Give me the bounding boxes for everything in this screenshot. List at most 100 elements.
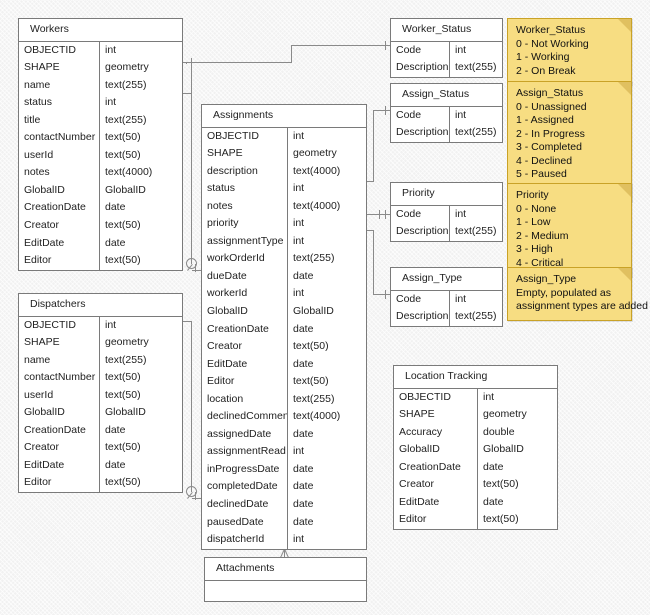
field-type: date — [287, 267, 366, 286]
field-name: GlobalID — [207, 305, 248, 318]
field-name: Creator — [207, 340, 243, 353]
field-type: date — [99, 421, 182, 440]
field-name: EditDate — [24, 458, 65, 471]
field-name: location — [207, 392, 244, 405]
field-name: CreationDate — [207, 322, 269, 335]
field-type: geometry — [287, 145, 366, 163]
field-type: GlobalID — [99, 181, 182, 200]
field-type: text(4000) — [99, 164, 182, 182]
field-name: Editor — [207, 375, 235, 388]
field-name: GlobalID — [24, 406, 65, 419]
field-name: workerId — [207, 287, 248, 300]
field-type: int — [477, 388, 557, 407]
connector-line — [373, 230, 374, 294]
field-name: notes — [24, 166, 50, 179]
note-line: assignment types are added — [516, 300, 648, 312]
field-type: date — [477, 458, 557, 477]
field-type: date — [99, 234, 182, 253]
field-name: priority — [207, 217, 239, 230]
field-type: text(50) — [99, 146, 182, 165]
connector-line — [186, 62, 187, 64]
field-name: assignedDate — [207, 427, 272, 440]
field-name: assignmentType — [207, 234, 284, 247]
entity-field-row: userId text(50) — [19, 146, 182, 165]
field-type: int — [449, 290, 502, 309]
field-name: CreationDate — [24, 423, 86, 436]
note-fold-icon — [618, 268, 631, 281]
field-type: text(50) — [477, 511, 557, 529]
note-line: 3 - High — [516, 243, 553, 255]
field-type: int — [99, 94, 182, 112]
field-name: SHAPE — [24, 61, 60, 74]
field-type: int — [287, 215, 366, 233]
field-name: OBJECTID — [399, 390, 451, 403]
field-name: SHAPE — [399, 408, 435, 421]
entity-field-row: OBJECTID int — [394, 388, 557, 407]
entity-field-row: notes text(4000) — [19, 164, 182, 182]
entity-field-row: CreationDate date — [19, 421, 182, 440]
entity-title: Dispatchers — [19, 294, 182, 317]
field-type: int — [99, 41, 182, 60]
field-type: date — [287, 496, 366, 514]
connector-tick — [379, 210, 380, 219]
connector-tick — [385, 106, 386, 115]
entity-field-row: EditDate date — [19, 234, 182, 253]
field-name: dispatcherId — [207, 533, 265, 546]
field-name: inProgressDate — [207, 462, 280, 475]
note-line: 2 - On Break — [516, 64, 576, 77]
field-type: int — [287, 127, 366, 146]
note-line: 0 - None — [516, 202, 557, 215]
field-name: CreationDate — [399, 460, 461, 473]
field-name: userId — [24, 148, 54, 161]
note-line: 4 - Declined — [516, 154, 573, 167]
field-name: userId — [24, 388, 54, 401]
crowsfoot-line — [192, 498, 201, 499]
connector-tick — [385, 290, 386, 299]
field-name: Code — [396, 292, 422, 305]
entity-title: Assign_Status — [391, 84, 502, 107]
field-name: Description — [396, 126, 449, 139]
field-name: contactNumber — [24, 371, 96, 384]
relationship-zero-marker — [186, 258, 197, 269]
field-type: int — [287, 531, 366, 549]
entity-title: Assignments — [202, 105, 366, 128]
field-type: GlobalID — [99, 404, 182, 422]
field-name: EditDate — [24, 236, 65, 249]
entity-attachments[interactable]: Attachments — [204, 557, 367, 602]
field-name: notes — [207, 199, 233, 212]
